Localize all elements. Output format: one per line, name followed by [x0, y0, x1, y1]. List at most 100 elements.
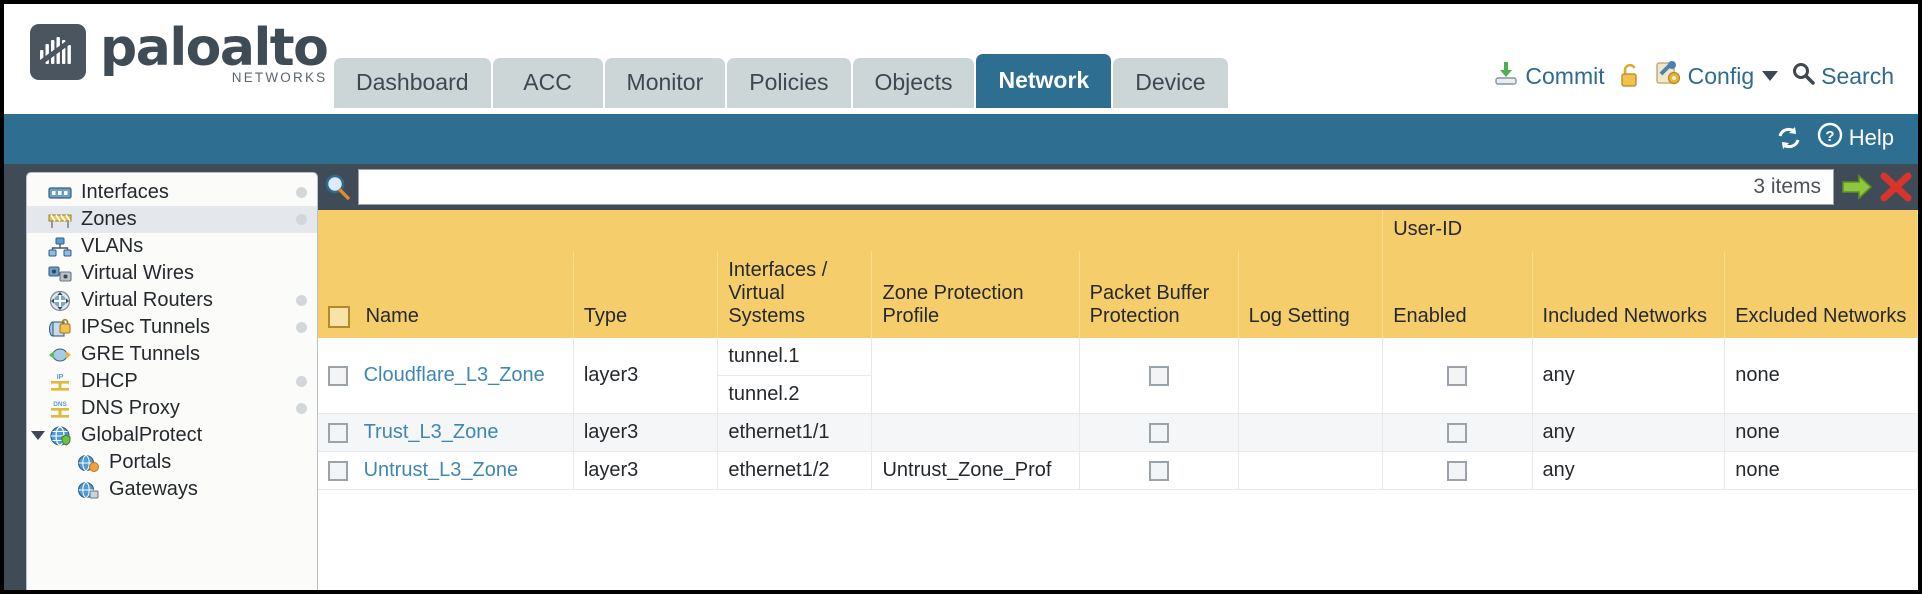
top-utility-actions: Commit Config [1493, 60, 1894, 92]
sidebar-item-label: DNS Proxy [81, 397, 180, 419]
tab-policies[interactable]: Policies [727, 58, 851, 108]
table-row[interactable]: Trust_L3_Zone layer3 ethernet1/1 [318, 413, 1918, 452]
sidebar-item-globalprotect[interactable]: GlobalProtect [27, 422, 317, 449]
sidebar-item-label: Virtual Wires [81, 262, 194, 284]
cell-name[interactable]: Trust_L3_Zone [318, 413, 574, 452]
cell-included-networks: any [1532, 413, 1726, 452]
cell-enabled[interactable] [1382, 338, 1533, 414]
sidebar-item-label: DHCP [81, 370, 138, 392]
row-checkbox[interactable] [328, 460, 348, 481]
column-header-log-setting: Log Setting [1238, 251, 1384, 338]
search-button[interactable]: Search [1791, 61, 1894, 91]
brand-tagline: NETWORKS [231, 70, 328, 85]
enabled-checkbox[interactable] [1447, 460, 1468, 481]
zone-name-link[interactable]: Trust_L3_Zone [363, 421, 499, 443]
expand-triangle-icon[interactable] [31, 431, 45, 440]
cell-name[interactable]: Cloudflare_L3_Zone [318, 338, 574, 414]
sub-header-band: ? Help [4, 114, 1918, 164]
search-icon [1791, 61, 1815, 91]
sidebar-status-dot [296, 214, 307, 225]
main-navigation-tabs[interactable]: Dashboard ACC Monitor Policies Objects N… [334, 54, 1228, 108]
sidebar-item-interfaces[interactable]: Interfaces [27, 179, 317, 206]
cell-packet-buffer[interactable] [1079, 451, 1239, 490]
paloalto-logo: paloalto NETWORKS [30, 20, 329, 89]
config-menu[interactable]: Config [1655, 60, 1779, 92]
sidebar-item-ipsec-tunnels[interactable]: IPSec Tunnels [27, 314, 317, 341]
svg-text:IP: IP [57, 374, 64, 381]
select-all-checkbox[interactable] [328, 305, 350, 328]
top-header-bar: paloalto NETWORKS Dashboard ACC Monitor … [4, 4, 1918, 114]
svg-text:DNS: DNS [53, 401, 67, 408]
sidebar-item-virtual-wires[interactable]: Virtual Wires [27, 260, 317, 287]
sidebar-item-vlans[interactable]: VLANs [27, 233, 317, 260]
tab-device[interactable]: Device [1113, 58, 1228, 108]
help-circle-icon: ? [1817, 122, 1843, 154]
cell-excluded-networks: none [1724, 451, 1918, 490]
virtual-routers-icon [47, 290, 73, 311]
sidebar-status-dot [296, 403, 307, 414]
sidebar-item-virtual-routers[interactable]: Virtual Routers [27, 287, 317, 314]
gateways-icon [75, 480, 101, 500]
sidebar-item-portals[interactable]: Portals [27, 449, 317, 476]
cell-log-setting [1238, 338, 1384, 414]
table-row[interactable]: Untrust_L3_Zone layer3 ethernet1/2 Untru… [318, 451, 1918, 490]
sidebar-item-label: Gateways [109, 478, 198, 500]
brand-name: paloalto [100, 18, 329, 78]
row-checkbox[interactable] [328, 422, 348, 443]
enabled-checkbox[interactable] [1447, 365, 1468, 386]
zones-icon [47, 210, 73, 230]
row-checkbox[interactable] [328, 365, 348, 386]
packet-buffer-checkbox[interactable] [1148, 422, 1169, 443]
filter-bar: 3 items [318, 164, 1918, 210]
tab-monitor[interactable]: Monitor [604, 58, 726, 108]
cell-included-networks: any [1532, 451, 1726, 490]
help-button[interactable]: ? Help [1817, 122, 1894, 154]
cell-enabled[interactable] [1382, 413, 1533, 452]
sidebar-item-label: VLANs [81, 235, 144, 257]
portals-icon [75, 453, 101, 473]
table-row[interactable]: Cloudflare_L3_Zone layer3 tunnel.1 [318, 338, 1918, 414]
sidebar-item-dns-proxy[interactable]: DNS DNS Proxy [27, 395, 317, 422]
zone-name-link[interactable]: Untrust_L3_Zone [363, 459, 519, 481]
cell-excluded-networks: none [1724, 338, 1918, 414]
sidebar-item-label: Zones [81, 208, 137, 230]
packet-buffer-checkbox[interactable] [1148, 460, 1169, 481]
tab-acc[interactable]: ACC [492, 58, 603, 108]
search-icon[interactable] [322, 172, 352, 202]
column-header-zone-protection: Zone Protection Profile [871, 251, 1080, 338]
unlock-icon[interactable] [1618, 63, 1642, 89]
cell-zone-protection [871, 338, 1080, 414]
tab-network[interactable]: Network [976, 54, 1112, 108]
cell-packet-buffer[interactable] [1079, 338, 1239, 414]
refresh-icon[interactable] [1775, 124, 1803, 152]
cell-enabled[interactable] [1382, 451, 1533, 490]
cell-name[interactable]: Untrust_L3_Zone [318, 451, 574, 490]
clear-filter-x-icon[interactable] [1880, 172, 1912, 202]
zone-name-link[interactable]: Cloudflare_L3_Zone [363, 364, 545, 386]
cell-log-setting [1238, 451, 1384, 490]
sidebar-item-dhcp[interactable]: IP DHCP [27, 368, 317, 395]
zones-table-container: User-ID Name Type Interfaces / Virtual S… [318, 210, 1918, 590]
commit-button[interactable]: Commit [1493, 60, 1605, 92]
gre-tunnels-icon [47, 345, 73, 365]
cell-included-networks: any [1532, 338, 1726, 414]
sidebar-item-gateways[interactable]: Gateways [27, 476, 317, 503]
sidebar-item-zones[interactable]: Zones [27, 206, 317, 233]
column-label-name: Name [365, 305, 419, 327]
sidebar-item-label: IPSec Tunnels [81, 316, 210, 338]
cell-type: layer3 [573, 413, 719, 452]
sidebar-item-gre-tunnels[interactable]: GRE Tunnels [27, 341, 317, 368]
sidebar-status-dot [296, 295, 307, 306]
apply-filter-arrow-icon[interactable] [1840, 172, 1874, 202]
enabled-checkbox[interactable] [1447, 422, 1468, 443]
packet-buffer-checkbox[interactable] [1148, 365, 1169, 386]
cell-packet-buffer[interactable] [1079, 413, 1239, 452]
cell-interface: tunnel.1 [717, 338, 873, 376]
column-header-excluded-networks: Excluded Networks [1724, 251, 1918, 338]
tab-objects[interactable]: Objects [852, 58, 975, 108]
filter-input[interactable]: 3 items [358, 169, 1834, 205]
table-group-header-row: User-ID [318, 210, 1918, 251]
tab-dashboard[interactable]: Dashboard [334, 58, 491, 108]
paloalto-logo-mark [30, 24, 86, 80]
chevron-down-icon[interactable] [1762, 71, 1779, 81]
